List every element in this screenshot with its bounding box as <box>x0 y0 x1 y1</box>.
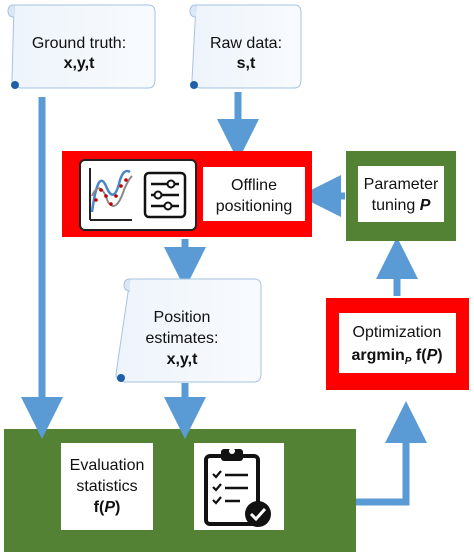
evaluation-panel <box>4 429 356 552</box>
parameter-tuning-line2: tuning P <box>372 197 431 214</box>
evaluation-line3: f(P) <box>94 499 121 516</box>
evaluation-line2: statistics <box>76 478 137 495</box>
optimization-line1: Optimization <box>353 324 442 341</box>
ground-truth-scroll: Ground truth: x,y,t <box>7 4 156 89</box>
offline-positioning-line1: Offline <box>231 177 277 194</box>
parameter-tuning-box: Parameter tuning P <box>346 151 456 241</box>
ground-truth-line1: Ground truth: <box>32 35 126 52</box>
offline-positioning-box: Offline positioning <box>62 151 312 237</box>
raw-data-line1: Raw data: <box>210 35 282 52</box>
raw-data-scroll: Raw data: s,t <box>189 4 302 89</box>
optimization-box: Optimization argminP f(P) <box>326 298 469 390</box>
position-estimates-scroll: Position estimates: x,y,t <box>115 278 262 383</box>
parameter-tuning-line1: Parameter <box>364 176 439 193</box>
sliders-icon <box>143 171 187 219</box>
offline-positioning-line2: positioning <box>216 198 293 215</box>
ground-truth-line2: x,y,t <box>64 55 96 72</box>
evaluation-line1: Evaluation <box>70 457 145 474</box>
evaluation-statistics-card: Evaluation statistics f(P) <box>61 443 153 530</box>
position-estimates-line3: x,y,t <box>167 351 199 368</box>
arrow-evaluation-to-optimization <box>356 401 427 506</box>
position-estimates-line2: estimates: <box>146 330 219 347</box>
optimization-line2: argminP f(P) <box>351 347 442 367</box>
checklist-clipboard-icon <box>194 443 284 530</box>
line-chart-icon <box>84 164 134 226</box>
raw-data-line2: s,t <box>237 55 256 72</box>
position-estimates-line1: Position <box>154 309 211 326</box>
